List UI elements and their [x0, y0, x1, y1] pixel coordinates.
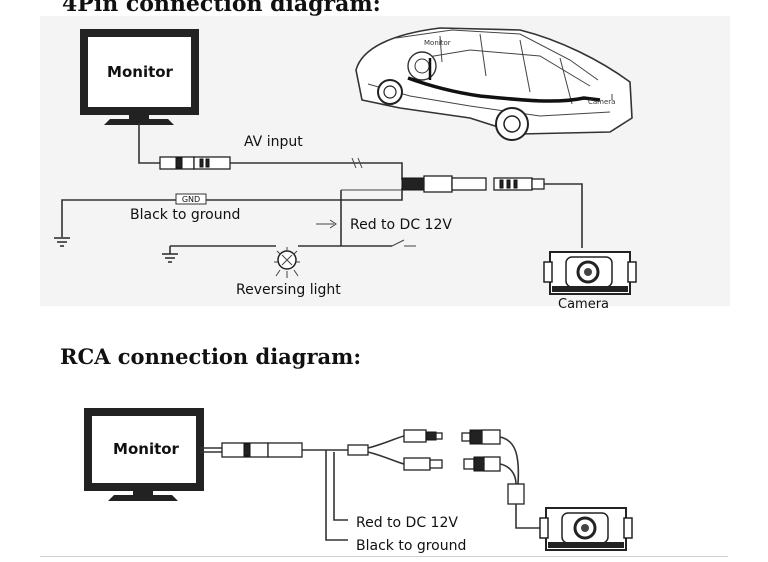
monitor-label-2: Monitor [113, 440, 180, 458]
ground-symbol-2 [162, 246, 178, 263]
camera-cable-joint [507, 483, 525, 505]
dc-jack-camera [463, 456, 501, 472]
bottom-divider [40, 556, 728, 557]
monitor-wire-1 [138, 123, 160, 164]
four-pin-connector [401, 175, 545, 193]
dc-plug-power [403, 457, 443, 471]
rca-branch-top [367, 435, 405, 449]
black-lead [325, 450, 348, 541]
monitor-icon-1 [80, 29, 199, 125]
red-lead [333, 452, 348, 521]
wire-break-1 [351, 157, 363, 169]
camera-cable-bottom [499, 463, 517, 485]
monitor-label-1: Monitor [107, 63, 174, 81]
rca-splitter [347, 444, 369, 456]
svg-text:GND: GND [182, 195, 200, 204]
black-ground-label: Black to ground [130, 207, 240, 223]
av-input-label: AV input [244, 134, 303, 150]
camera-icon-2 [539, 507, 633, 551]
reversing-light-icon [274, 247, 300, 278]
camera-wire-1 [544, 183, 583, 248]
gnd-tag: GND [175, 193, 207, 205]
rca-red-dc-label: Red to DC 12V [356, 515, 458, 531]
camera-icon-1 [543, 251, 637, 295]
reversing-light-label: Reversing light [236, 282, 341, 298]
title-4pin: 4Pin connection diagram: [62, 0, 381, 17]
rca-branch-bottom [367, 451, 405, 465]
camera-label-1: Camera [558, 297, 609, 312]
red-arrow [316, 219, 337, 229]
rca-black-ground-label: Black to ground [356, 538, 466, 554]
car-camera-label: Camera [588, 98, 615, 106]
rca-plug-video [403, 429, 443, 443]
ground-symbol-1 [54, 237, 70, 247]
rca-jack-camera [461, 429, 501, 445]
camera-cable-end [515, 504, 546, 529]
red-dc-label: Red to DC 12V [350, 217, 452, 233]
camera-cable-top [499, 436, 520, 485]
ground-wire [61, 188, 403, 237]
av-connector [159, 156, 231, 170]
car-monitor-label: Monitor [424, 39, 451, 47]
av-wire [230, 162, 403, 180]
rca-inline-connector [221, 442, 303, 458]
car-illustration [355, 27, 633, 141]
monitor-icon-2 [84, 408, 204, 501]
switch-symbol [391, 239, 416, 247]
title-rca: RCA connection diagram: [60, 344, 362, 369]
